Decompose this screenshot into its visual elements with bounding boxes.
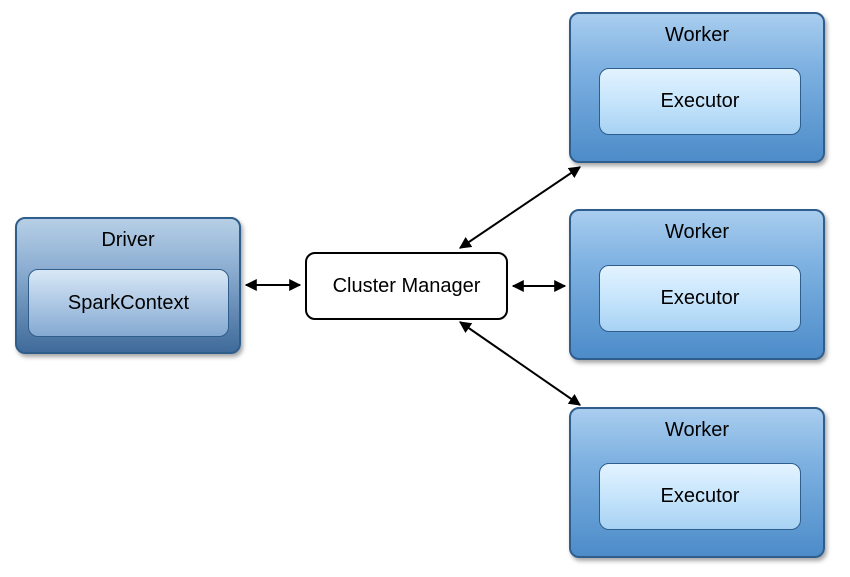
- driver-node: Driver SparkContext: [15, 217, 241, 354]
- sparkcontext-box: SparkContext: [28, 269, 229, 337]
- worker-title: Worker: [664, 24, 730, 46]
- executor-box: Executor: [599, 68, 801, 135]
- worker-title: Worker: [664, 419, 730, 441]
- cluster-manager-node: Cluster Manager: [305, 252, 508, 320]
- arrow-cluster-worker-1: [459, 166, 581, 249]
- arrow-cluster-worker-3: [459, 321, 581, 406]
- worker-node-1: Worker Executor: [569, 12, 825, 163]
- driver-title: Driver: [101, 229, 155, 251]
- executor-box: Executor: [599, 265, 801, 332]
- worker-node-2: Worker Executor: [569, 209, 825, 360]
- worker-title: Worker: [664, 221, 730, 243]
- executor-box: Executor: [599, 463, 801, 530]
- worker-node-3: Worker Executor: [569, 407, 825, 558]
